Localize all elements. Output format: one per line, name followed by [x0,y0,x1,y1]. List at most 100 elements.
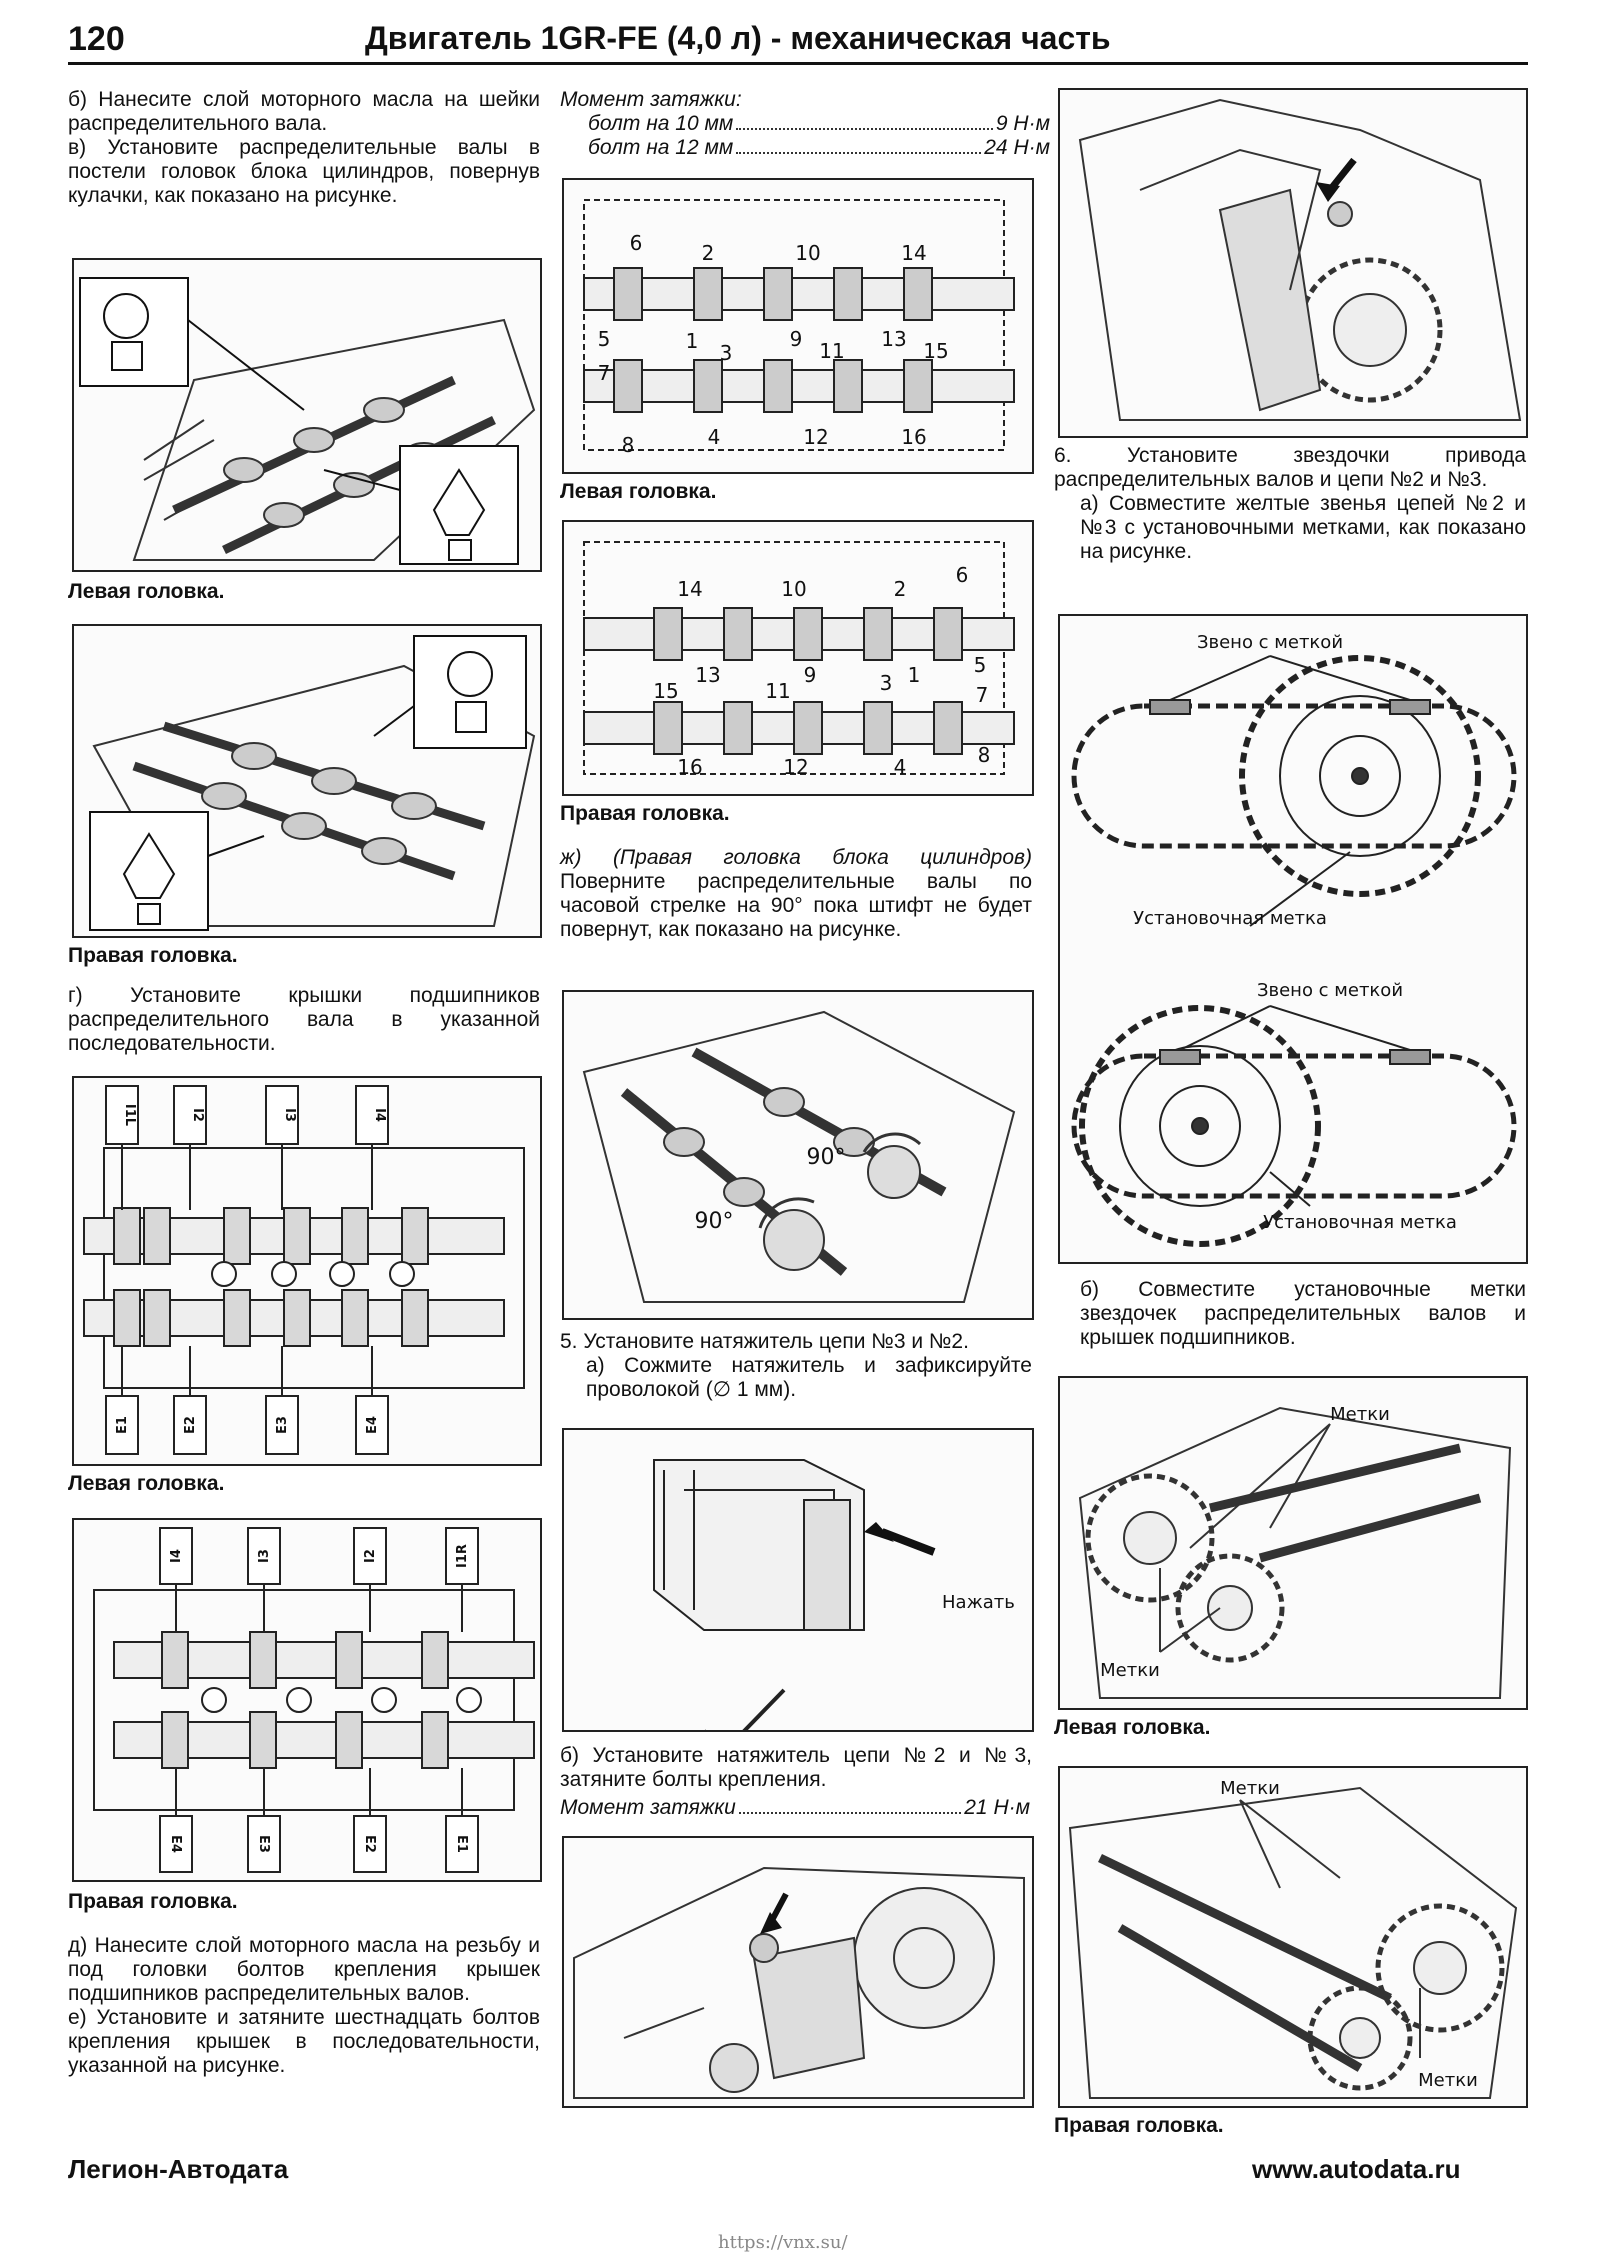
step5-b: б) Установите натяжитель цепи №2 и №3, з… [560,1744,1032,1791]
caption-fig6: Правая головка. [560,802,730,825]
bolt-number: 2 [702,241,715,265]
cap-label-i3: I3 [257,1549,272,1563]
torque-row-label: болт на 12 мм [588,136,734,159]
step6-title: 6. Установите звездочки привода распреде… [1054,444,1526,491]
left-head-bearing-caps-diagram: I1L I2 I3 I4 E1 E2 E3 E4 [83,1085,525,1455]
cap-label-e3: E3 [275,1416,290,1434]
link-label: Звено с меткой [1257,980,1403,1001]
leader-dots [738,1796,962,1814]
torque-row-value: 9 Н·м [995,112,1050,135]
para-zh-text: Поверните распределительные валы по часо… [560,870,1032,941]
torque-row-label: болт на 10 мм [588,112,734,135]
cap-label-i3: I3 [282,1108,297,1122]
figure-rotate-camshafts: 90° 90° [562,990,1034,1320]
page-number: 120 [68,20,125,58]
right-head-sprocket-marks-illustration: Метки Метки [1068,1778,1518,2099]
figure-right-head-bearing-caps: I4 I3 I2 I1R E4 E3 E2 E1 [72,1518,542,1882]
cap-label-e2: E2 [362,1835,377,1853]
bolt-number: 12 [803,425,828,449]
torque-row: болт на 10 мм 9 Н·м [560,112,1050,136]
para-g: г) Установите крышки подшипников распред… [68,984,540,1055]
caption-fig4: Правая головка. [68,1890,238,1913]
figure-right-head-sprocket-marks: Метки Метки [1058,1766,1528,2108]
mark-label: Установочная метка [1133,908,1327,929]
figure-right-head-bolt-sequence: 14 10 2 6 13 9 3 1 5 15 11 7 16 12 4 8 [562,520,1034,796]
bolt-number: 3 [720,341,733,365]
cap-label-e1: E1 [115,1416,130,1434]
step5-title: 5. Установите натяжитель цепи №3 и №2. [560,1330,969,1353]
press-label: Нажать [942,1592,1015,1613]
bolt-number: 6 [630,231,643,255]
caption-fig1: Левая головка. [68,580,225,603]
caption-fig2: Правая головка. [68,944,238,967]
sprocket-bolt-illustration [1078,98,1522,421]
figure-left-head-bolt-sequence: 6 2 10 14 5 1 3 9 11 13 15 7 8 4 12 16 [562,178,1034,474]
bolt-number: 4 [708,425,721,449]
cap-label-i4: I4 [169,1549,184,1563]
figure-left-head-camshafts [72,258,542,572]
torque-title: Момент затяжки: [560,88,742,111]
caption-fig3: Левая головка. [68,1472,225,1495]
bolt-number: 13 [695,663,720,687]
chain-tensioner-illustration: Нажать [653,1459,1015,1730]
instructions-b-v: б) Нанесите слой моторного масла на шейк… [68,88,540,208]
para-e: е) Установите и затяните шестнадцать бол… [68,2006,540,2077]
bolt-number: 8 [978,743,991,767]
bolt-number: 10 [795,241,820,265]
marks-label: Метки [1220,1778,1280,1799]
torque-spec-2: Момент затяжки 21 Н·м [560,1796,1030,1820]
figure-right-head-camshafts [72,624,542,938]
cap-label-i1l: I1L [122,1104,137,1126]
bolt-number: 5 [974,653,987,677]
mark-label: Установочная метка [1263,1212,1457,1233]
installed-tensioner-illustration [573,1866,1025,2099]
cap-label-e2: E2 [183,1416,198,1434]
para-b: б) Нанесите слой моторного масла на шейк… [68,88,540,135]
step5-a: а) Сожмите натяжитель и зафиксируйте про… [586,1354,1032,1401]
bolt-number: 9 [790,327,803,351]
cap-label-e4: E4 [365,1416,380,1434]
cap-label-i4: I4 [372,1108,387,1122]
torque-row-value: 21 Н·м [964,1796,1030,1819]
left-head-bolt-sequence-diagram: 6 2 10 14 5 1 3 9 11 13 15 7 8 4 12 16 [583,199,1015,457]
bolt-number: 8 [622,433,635,457]
para-zh: ж) (Правая головка блока цилиндров) Пове… [560,846,1032,942]
marks-label: Метки [1100,1660,1160,1681]
bolt-number: 3 [880,671,893,695]
para-d: д) Нанесите слой моторного масла на резь… [68,1934,540,2005]
para-zh-italic: ж) (Правая головка блока цилиндров) [560,846,1032,869]
figure-chain-marks: Звено с меткой Установочная метка Звено … [1058,614,1528,1264]
step6-b: б) Совместите установочные метки звездоч… [1080,1278,1526,1349]
bolt-number: 4 [894,755,907,779]
bolt-number: 15 [653,679,678,703]
step-5: 5. Установите натяжитель цепи №3 и №2. а… [560,1330,1032,1402]
bolt-number: 7 [976,683,989,707]
chain-marks-diagram: Звено с меткой Установочная метка Звено … [1071,632,1517,1247]
instructions-d-e: д) Нанесите слой моторного масла на резь… [68,1934,540,2078]
marks-label: Метки [1418,2070,1478,2091]
angle-label: 90° [807,1145,846,1170]
torque-spec-1: Момент затяжки: болт на 10 мм 9 Н·м болт… [560,88,1050,160]
bolt-number: 16 [901,425,926,449]
bolt-number: 14 [677,577,702,601]
angle-label: 90° [695,1209,734,1234]
watermark-url: https://vnx.su/ [718,2232,848,2253]
bolt-number: 15 [923,339,948,363]
cap-label-i1r: I1R [455,1544,470,1568]
figure-chain-tensioner: Нажать [562,1428,1034,1732]
figure-left-head-bearing-caps: I1L I2 I3 I4 E1 E2 E3 E4 [72,1076,542,1466]
cap-label-e4: E4 [168,1835,183,1853]
bolt-number: 2 [894,577,907,601]
link-label: Звено с меткой [1197,632,1343,653]
cap-label-i2: I2 [190,1108,205,1122]
right-head-camshaft-illustration [89,635,536,931]
rotate-camshafts-illustration: 90° 90° [582,1010,1016,1303]
page-title: Двигатель 1GR-FE (4,0 л) - механическая … [365,20,1111,56]
step-6: 6. Установите звездочки привода распреде… [1054,444,1526,564]
leader-dots [736,112,993,130]
bolt-number: 5 [598,327,611,351]
marks-label: Метки [1330,1404,1390,1425]
step6-a: а) Совместите желтые звенья цепей №2 и №… [1080,492,1526,563]
website-link[interactable]: www.autodata.ru [1252,2154,1461,2184]
bolt-number: 7 [598,361,611,385]
